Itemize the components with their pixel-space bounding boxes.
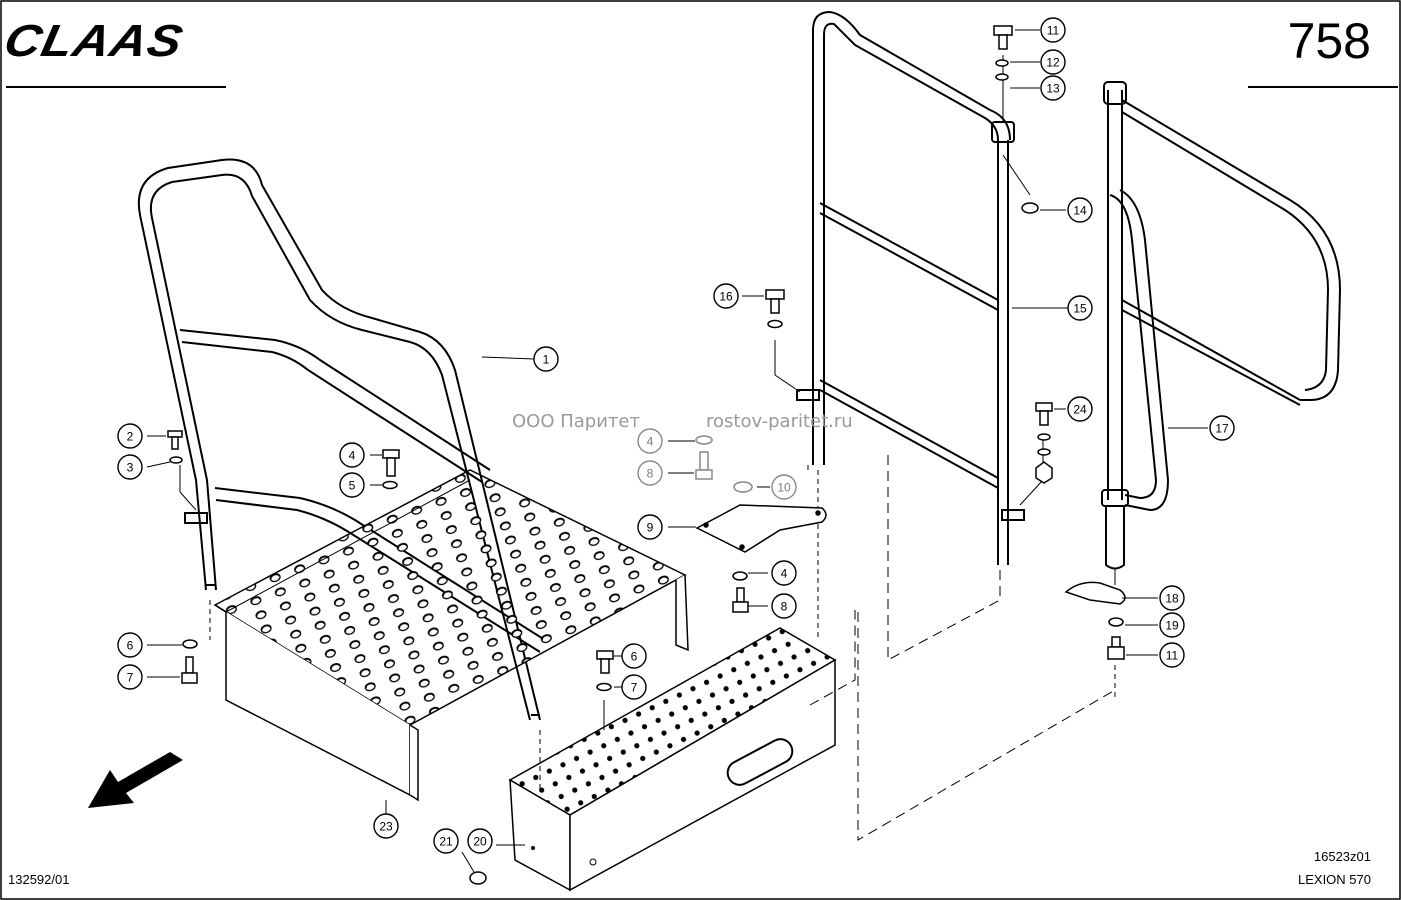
callout-number: 24	[1073, 403, 1087, 417]
model-name: LEXION 570	[1298, 872, 1371, 887]
handrail-middle	[796, 10, 1025, 565]
callout-number: 21	[439, 835, 453, 849]
callout-5: 5	[339, 472, 365, 498]
callout-number: 6	[127, 639, 134, 653]
callout-number: 5	[349, 479, 356, 493]
step-plate	[213, 469, 689, 802]
callout-6: 6	[117, 632, 143, 658]
callout-6: 6	[621, 643, 647, 669]
callout-number: 8	[647, 467, 654, 481]
callout-number: 7	[631, 681, 638, 695]
callout-4: 4	[637, 428, 663, 454]
assembly-lines	[807, 455, 1116, 841]
callout-number: 19	[1165, 619, 1179, 633]
watermark-site: rostov-paritet.ru	[706, 411, 853, 432]
callout-number: 4	[647, 435, 654, 449]
fasteners	[167, 25, 1125, 885]
bracket-plate	[695, 504, 827, 553]
callout-number: 6	[631, 650, 638, 664]
callout-17: 17	[1209, 415, 1235, 441]
callout-21: 21	[433, 828, 459, 854]
page-number-underline	[1248, 86, 1398, 88]
callout-number: 10	[777, 481, 791, 495]
callout-23: 23	[373, 813, 399, 839]
callout-number: 14	[1073, 204, 1087, 218]
callout-number: 18	[1165, 592, 1179, 606]
callout-12: 12	[1040, 49, 1066, 75]
callout-number: 13	[1046, 82, 1060, 96]
leader-lines	[146, 29, 1208, 873]
callout-number: 16	[719, 290, 733, 304]
callout-number: 17	[1215, 422, 1229, 436]
brand-logo: CLAAS	[0, 15, 188, 66]
callout-20: 20	[467, 828, 493, 854]
callout-11: 11	[1159, 642, 1185, 668]
callout-15: 15	[1067, 295, 1093, 321]
callout-8: 8	[771, 593, 797, 619]
step-box	[508, 627, 837, 892]
callout-14: 14	[1067, 197, 1093, 223]
callout-number: 11	[1047, 24, 1060, 38]
callout-4: 4	[771, 560, 797, 586]
callout-number: 23	[379, 820, 393, 834]
page-number: 758	[1287, 13, 1371, 69]
callout-4: 4	[339, 442, 365, 468]
callout-number: 11	[1166, 649, 1179, 663]
doc-number: 132592/01	[8, 872, 70, 887]
callout-8: 8	[637, 460, 663, 486]
callout-13: 13	[1040, 75, 1066, 101]
bracket-18	[1064, 581, 1126, 605]
callout-number: 8	[781, 600, 788, 614]
callout-1: 1	[533, 346, 559, 372]
callout-number: 9	[647, 521, 654, 535]
callout-number: 4	[349, 449, 356, 463]
callout-7: 7	[621, 674, 647, 700]
watermark-company: ООО Паритет	[512, 411, 640, 432]
callout-number: 2	[127, 430, 134, 444]
callout-16: 16	[713, 283, 739, 309]
callout-number: 4	[781, 567, 788, 581]
callout-3: 3	[117, 454, 143, 480]
callout-24: 24	[1067, 396, 1093, 422]
callout-number: 7	[127, 671, 134, 685]
callout-9: 9	[637, 514, 663, 540]
handrail-left	[137, 158, 546, 721]
callout-number: 20	[473, 835, 487, 849]
callout-number: 1	[543, 353, 550, 367]
callout-number: 15	[1073, 302, 1087, 316]
callout-number: 12	[1046, 56, 1060, 70]
handrail-right	[1101, 81, 1342, 570]
callout-11: 11	[1040, 17, 1066, 43]
callout-19: 19	[1159, 612, 1185, 638]
drawing-code: 16523z01	[1313, 849, 1371, 864]
callout-10: 10	[771, 474, 797, 500]
callout-number: 3	[127, 461, 134, 475]
brand-underline	[6, 86, 226, 88]
callout-7: 7	[117, 664, 143, 690]
arrow-down-left-icon	[88, 752, 183, 808]
callout-2: 2	[117, 423, 143, 449]
callout-18: 18	[1159, 585, 1185, 611]
